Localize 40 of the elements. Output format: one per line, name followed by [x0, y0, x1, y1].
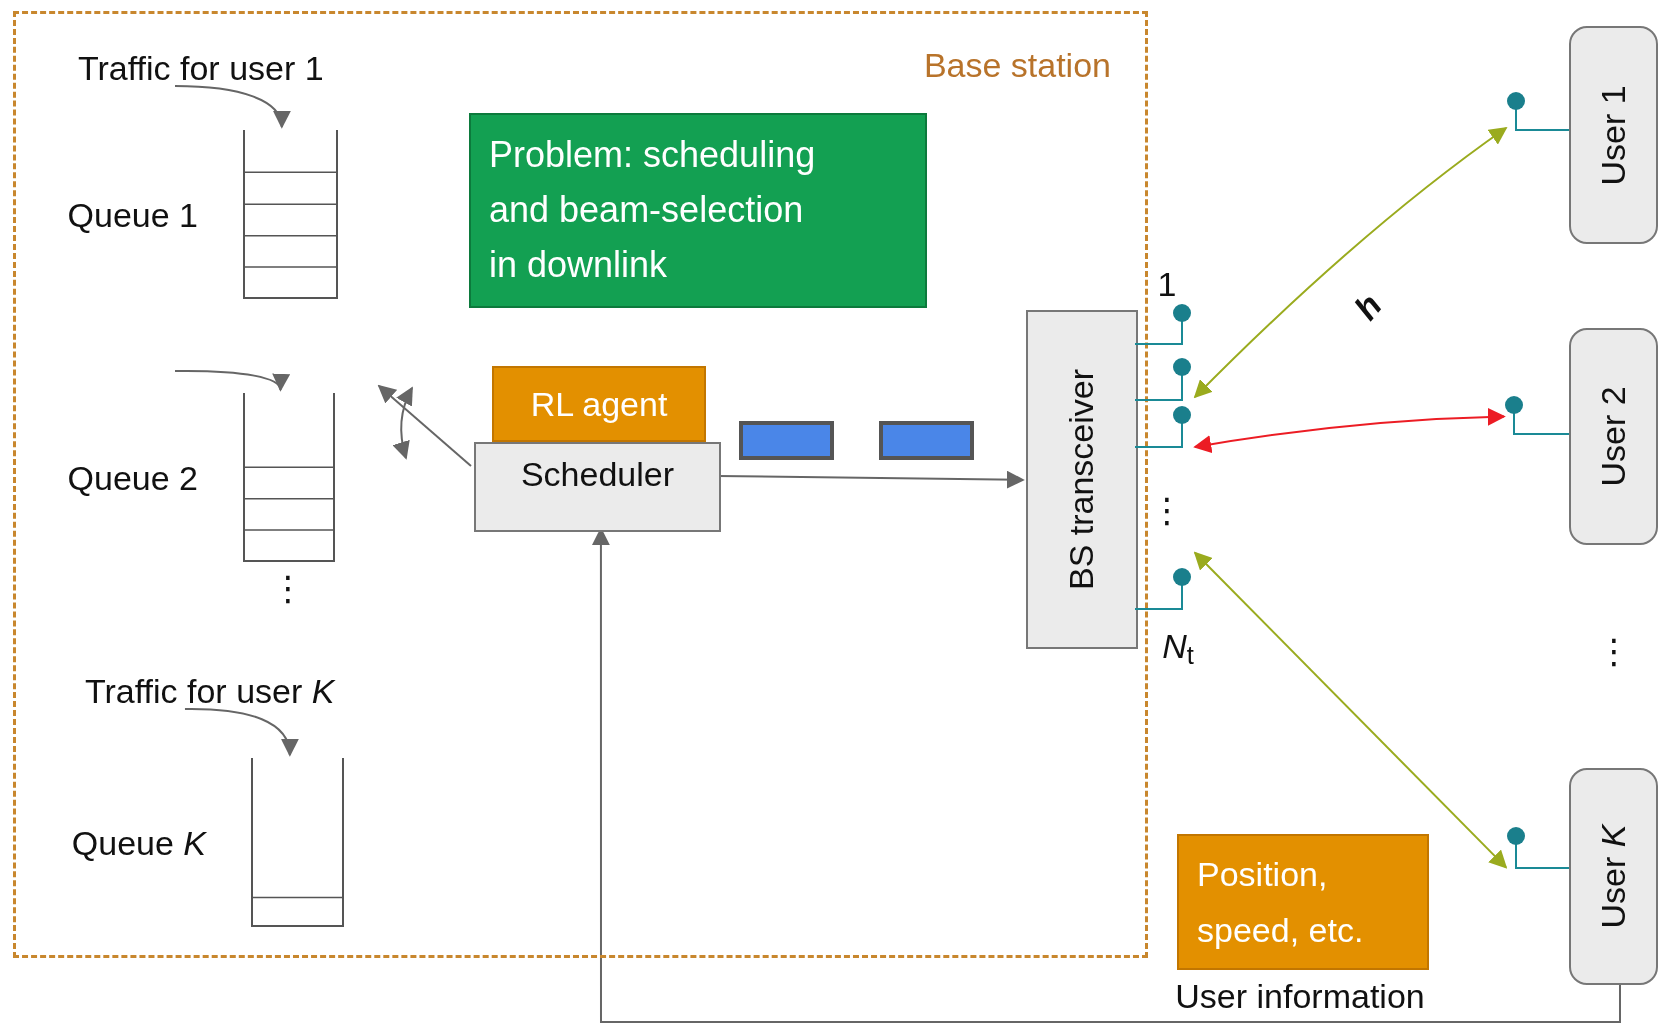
queue-label: Queue 2: [67, 457, 198, 498]
channel-symbol: h: [1345, 285, 1390, 329]
traffic-text: Traffic for user 1: [78, 49, 324, 87]
frame-title: Base station: [923, 45, 1111, 86]
agent-text: RL agent: [530, 383, 668, 425]
problem-text: Problem: scheduling and beam-selection in downlink: [489, 133, 817, 287]
user-text: User 2: [1593, 386, 1633, 487]
user-box: [1569, 328, 1658, 545]
antenna-icon: [1506, 826, 1569, 872]
agent-box: [492, 366, 706, 442]
arrow: [183, 708, 298, 757]
scheduler-box: [474, 442, 721, 532]
user-text: User 1: [1593, 84, 1633, 186]
ellipsis: ⋮: [271, 566, 305, 610]
antenna-number: N$_{t}$: [1162, 625, 1194, 671]
user-info-box: [1177, 834, 1429, 970]
queue-label: Queue 1: [67, 194, 198, 235]
transceiver-text: BS transceiver: [1061, 368, 1102, 591]
user-info-text: Position, speed, etc.: [1197, 854, 1365, 951]
antenna-icon: [1504, 395, 1569, 438]
user-box: [1569, 768, 1658, 985]
user-box: [1569, 26, 1658, 244]
arrow: [174, 85, 289, 129]
transceiver-box: [1026, 310, 1138, 649]
ellipsis: ⋮: [1597, 629, 1631, 673]
arrow: [1193, 407, 1506, 454]
antenna-number: 1: [1157, 263, 1177, 305]
traffic-text: Traffic for user K: [85, 672, 335, 710]
scheduler-text: Scheduler: [520, 454, 675, 494]
arrow: [1193, 126, 1508, 399]
arrow: [377, 384, 472, 467]
queue-label: Queue K: [71, 822, 206, 863]
data-packet: [879, 421, 974, 460]
user-text: User K: [1593, 824, 1633, 929]
base-station-frame: [13, 11, 1148, 958]
data-packet: [739, 421, 834, 460]
problem-box: [469, 113, 927, 308]
antenna-icon: [1506, 91, 1569, 134]
arrow: [1193, 551, 1508, 869]
ellipsis: ⋮: [1150, 488, 1184, 532]
